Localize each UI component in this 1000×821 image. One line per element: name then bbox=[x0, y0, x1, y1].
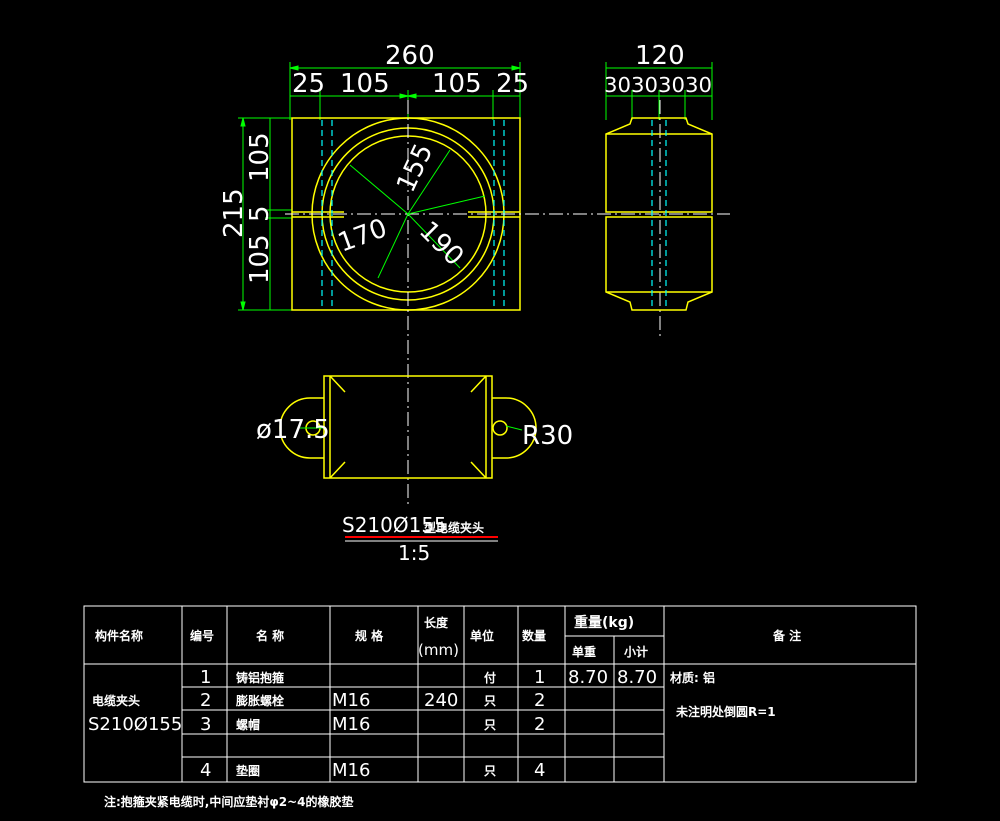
front-view: 260 25 105 105 25 215 105 5 105 bbox=[219, 41, 730, 505]
row4-qty: 4 bbox=[534, 760, 545, 781]
row1-qty: 1 bbox=[534, 667, 545, 688]
side-view: 120 30303030 bbox=[604, 41, 713, 311]
row3-unit: 只 bbox=[484, 718, 496, 732]
row2-unit: 只 bbox=[484, 694, 496, 708]
row1-unit: 付 bbox=[484, 670, 496, 685]
front-center-lines bbox=[285, 100, 730, 505]
bom-table: 构件名称 编号 名 称 规 格 长度 (mm) 单位 数量 重量(kg) 单重 … bbox=[83, 605, 917, 783]
row2-spec: M16 bbox=[332, 690, 370, 711]
row2-name: 膨胀螺栓 bbox=[235, 693, 284, 708]
side-hidden-holes bbox=[651, 120, 667, 308]
dim-w4: 25 bbox=[496, 69, 529, 99]
side-body-outline bbox=[605, 117, 713, 311]
row2-length: 240 bbox=[424, 690, 458, 711]
row4-no: 4 bbox=[200, 760, 211, 781]
table-row: 3 螺帽 M16 只 2 bbox=[200, 714, 545, 735]
dim-w1: 25 bbox=[292, 69, 325, 99]
hdr-no: 编号 bbox=[189, 628, 214, 643]
caption-code: S210Ø155 bbox=[342, 513, 447, 537]
hdr-subtotal: 小计 bbox=[624, 644, 648, 659]
table-row: 1 铸铝抱箍 付 1 8.70 8.70 bbox=[200, 667, 657, 688]
side-dimensions bbox=[605, 62, 713, 120]
hdr-length-unit: (mm) bbox=[418, 641, 459, 659]
top-body-outline bbox=[279, 375, 537, 479]
row2-no: 2 bbox=[200, 690, 211, 711]
dim-total-height: 215 bbox=[219, 188, 249, 238]
top-view: ø17.5 R30 bbox=[256, 375, 573, 479]
remark-material: 材质: 铝 bbox=[669, 670, 715, 685]
table-row: 4 垫圈 M16 只 4 bbox=[200, 760, 545, 781]
row1-no: 1 bbox=[200, 667, 211, 688]
row3-qty: 2 bbox=[534, 714, 545, 735]
row4-spec: M16 bbox=[332, 760, 370, 781]
hdr-length: 长度 bbox=[424, 615, 449, 630]
caption-scale: 1:5 bbox=[398, 541, 430, 565]
drawing-caption: S210Ø155 型电缆夹头 1:5 bbox=[342, 513, 498, 565]
dim-hole-diameter: ø17.5 bbox=[256, 415, 330, 445]
row2-qty: 2 bbox=[534, 690, 545, 711]
hdr-name: 名 称 bbox=[256, 628, 284, 643]
dim-r155: 155 bbox=[391, 139, 439, 197]
table-row: 2 膨胀螺栓 M16 240 只 2 bbox=[200, 690, 545, 711]
hdr-unit-weight: 单重 bbox=[572, 644, 596, 659]
dim-side-width: 120 bbox=[635, 41, 685, 71]
remark-fillet: 未注明处倒圆R=1 bbox=[675, 704, 776, 719]
row4-unit: 只 bbox=[484, 764, 496, 778]
footnote: 注:抱箍夹紧电缆时,中间应垫衬φ2~4的橡胶垫 bbox=[104, 794, 354, 809]
dim-h3: 105 bbox=[245, 234, 275, 284]
part-code: S210Ø155 bbox=[88, 714, 182, 735]
hdr-qty: 数量 bbox=[522, 628, 546, 643]
caption-title: 型电缆夹头 bbox=[424, 520, 484, 535]
top-leaders bbox=[300, 425, 523, 431]
hdr-unit: 单位 bbox=[470, 628, 494, 643]
row3-name: 螺帽 bbox=[236, 717, 260, 732]
hdr-part-name: 构件名称 bbox=[95, 628, 143, 643]
row1-unit-weight: 8.70 bbox=[568, 667, 608, 688]
table-grid bbox=[83, 605, 917, 783]
row3-no: 3 bbox=[200, 714, 211, 735]
dim-r170: 170 bbox=[334, 213, 391, 258]
dim-w3: 105 bbox=[432, 69, 482, 99]
row4-name: 垫圈 bbox=[236, 763, 260, 778]
front-left-dimensions bbox=[238, 117, 292, 311]
front-top-dimensions bbox=[289, 62, 521, 120]
hdr-weight: 重量(kg) bbox=[574, 614, 634, 631]
dim-radius: R30 bbox=[522, 421, 573, 451]
dim-h2: 5 bbox=[245, 205, 275, 222]
dim-w2: 105 bbox=[340, 69, 390, 99]
radius-leaders bbox=[349, 149, 486, 279]
dim-side-parts: 30303030 bbox=[604, 73, 712, 97]
dim-r190: 190 bbox=[413, 216, 469, 272]
row1-name: 铸铝抱箍 bbox=[236, 670, 284, 685]
hdr-remark: 备 注 bbox=[772, 628, 801, 643]
row1-subtotal: 8.70 bbox=[617, 667, 657, 688]
part-name: 电缆夹头 bbox=[92, 693, 140, 708]
dim-total-width: 260 bbox=[385, 41, 435, 71]
hdr-spec: 规 格 bbox=[355, 628, 384, 643]
row3-spec: M16 bbox=[332, 714, 370, 735]
dim-h1: 105 bbox=[245, 132, 275, 182]
